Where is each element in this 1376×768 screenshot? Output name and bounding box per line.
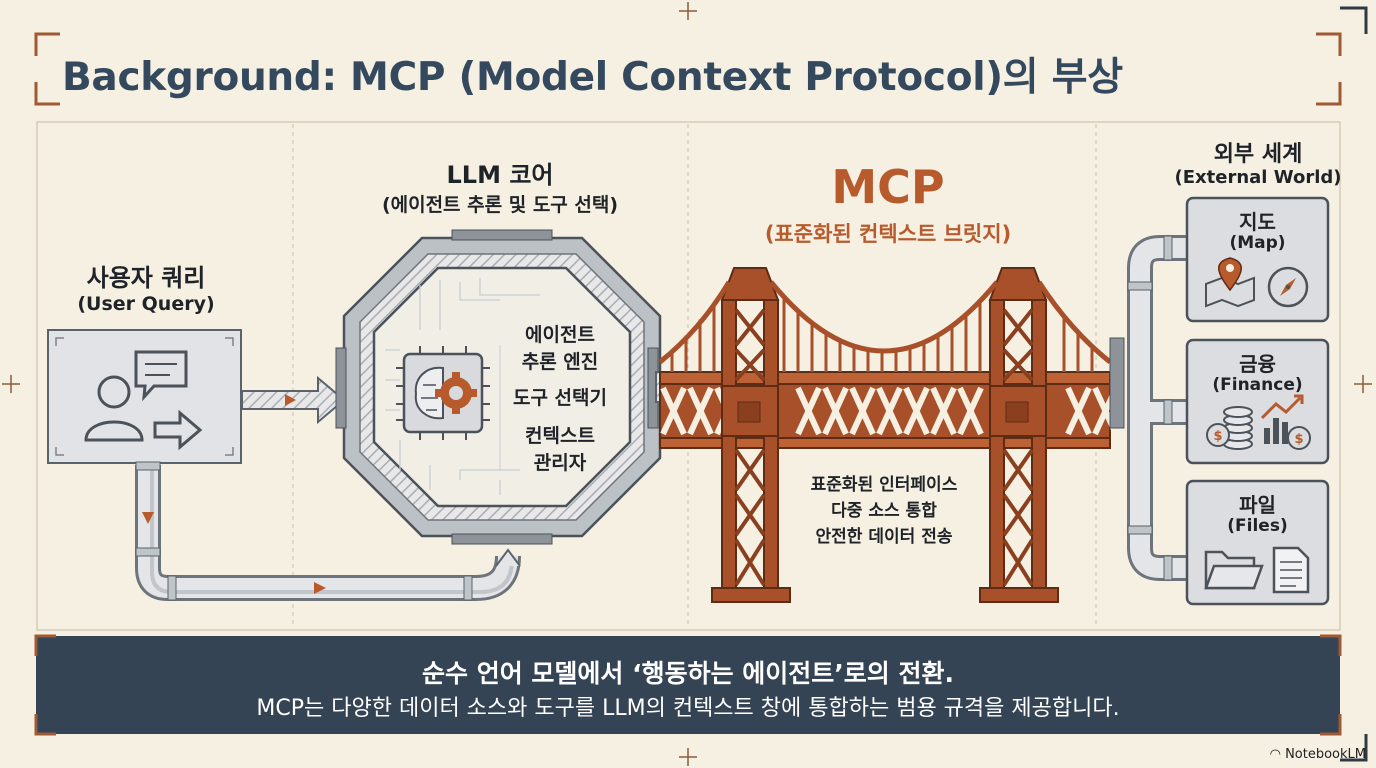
mcp-subtitle: (표준화된 컨텍스트 브릿지) [764,222,1012,246]
banner-headline: 순수 언어 모델에서 ‘행동하는 에이전트’로의 전환. [421,659,954,688]
component-agent: 에이전트 [525,324,595,346]
query-arrow [241,375,346,425]
llm-core-octagon [335,229,662,545]
external-title: 외부 세계 [1213,142,1303,167]
main-panel [36,121,1341,631]
component-context: 컨텍스트 [525,425,595,447]
card-files-title: 파일 [1239,493,1276,517]
llm-core-subtitle: (에이전트 추론 및 도구 선택) [381,194,619,216]
coins-icon: $ [1206,406,1253,450]
card-finance-subtitle: (Finance) [1212,375,1303,395]
folder-icon [1204,550,1264,590]
watermark-text: NotebookLM [1285,747,1366,762]
title-frame [34,32,1342,106]
banner-body: MCP는 다양한 데이터 소스와 도구를 LLM의 컨텍스트 창에 통합하는 범… [256,696,1120,721]
bridge-truss [876,386,903,436]
bridge-truss [930,386,957,436]
speech-bubble-icon [134,350,188,402]
mcp-title: MCP [831,160,945,214]
arrow-right-icon [153,409,203,451]
svg-text:$: $ [1294,432,1303,447]
watermark-logo: ◠ NotebookLM [1270,747,1366,762]
mcp-bridge-icon [658,267,1119,603]
bridge-truss [822,386,849,436]
card-map-title: 지도 [1239,210,1276,234]
ai-chip-icon [396,346,490,440]
card-finance: $ $ [1185,338,1330,465]
external-subtitle: (External World) [1174,167,1342,188]
compass-icon [1267,266,1309,308]
bridge-truss [660,386,687,436]
bridge-truss [849,386,876,436]
pipe-loop [135,461,521,601]
bridge-truss [795,386,822,436]
user-query-subtitle: (User Query) [77,293,215,315]
llm-core-title: LLM 코어 [446,161,554,189]
page-title: Background: MCP (Model Context Protocol)… [62,55,1123,100]
component-reasoning-engine: 추론 엔진 [521,351,599,373]
user-query-title: 사용자 쿼리 [86,264,206,292]
card-finance-title: 금융 [1239,352,1276,376]
component-tool-selector: 도구 선택기 [512,387,607,409]
bridge-truss [957,386,984,436]
feature-multi-source: 다중 소스 통합 [784,496,984,521]
bridge-truss [903,386,930,436]
card-map [1185,196,1330,323]
bridge-truss [1065,386,1092,436]
card-files [1185,479,1330,606]
external-pipes [1109,235,1186,581]
svg-text:$: $ [1213,429,1222,444]
banner-box [34,634,1342,736]
feature-standard-interface: 표준화된 인터페이스 [784,470,984,495]
map-pin-icon [1205,257,1255,308]
card-map-subtitle: (Map) [1229,233,1286,253]
card-files-subtitle: (Files) [1227,516,1288,536]
bridge-truss [687,386,714,436]
component-manager: 관리자 [533,452,587,474]
user-icon [84,375,144,442]
feature-secure-transfer: 안전한 데이터 전송 [784,522,984,547]
user-query-box [47,329,242,464]
document-icon [1272,546,1310,594]
notebooklm-logo-icon: ◠ [1269,747,1286,762]
chart-dollar-icon: $ [1260,394,1311,450]
